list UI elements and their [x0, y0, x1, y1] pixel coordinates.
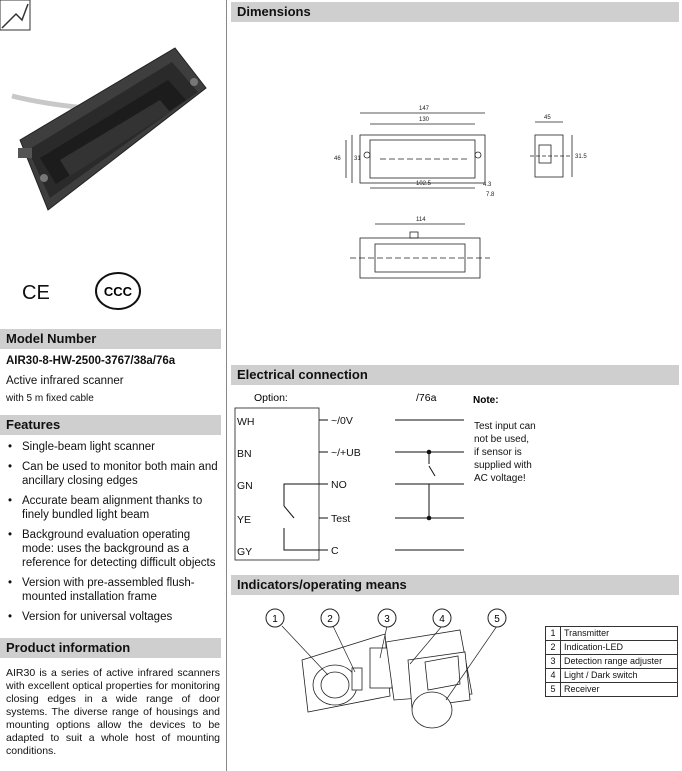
legend-number: 4 [545, 668, 561, 683]
wire-wh: WH [237, 416, 255, 428]
dim-31: 31 [354, 156, 361, 162]
note-line: Test input can [474, 421, 536, 432]
dim-4-3: 4.3 [483, 182, 492, 188]
callout-1: 1 [272, 614, 278, 625]
note-line: not be used, [474, 434, 529, 445]
callout-4: 4 [439, 614, 445, 625]
model-number-heading: Model Number [0, 329, 221, 349]
legend-label: Receiver [560, 682, 678, 697]
legend-number: 2 [545, 640, 561, 655]
product-information-text: AIR30 is a series of active infrared sca… [6, 667, 220, 757]
note-heading: Note: [473, 395, 499, 406]
wire-gn: GN [237, 480, 253, 492]
model-number: AIR30-8-HW-2500-3767/38a/76a [6, 355, 176, 367]
dimensions-drawing: 147 130 46 31 102.5 4.3 7.8 45 31.5 114 [334, 106, 587, 279]
legend-number: 5 [545, 682, 561, 697]
cable-spec: with 5 m fixed cable [6, 393, 94, 404]
brand-corner-logo [0, 0, 31, 31]
product-subtitle: Active infrared scanner [6, 375, 124, 387]
product-photo [0, 0, 207, 211]
dimensions-heading: Dimensions [231, 2, 679, 22]
option-label: Option: [254, 392, 288, 404]
callout-2: 2 [327, 614, 333, 625]
feature-item: Background evaluation operating mode: us… [6, 528, 220, 570]
dim-45: 45 [544, 115, 551, 121]
ccc-mark-text: CCC [104, 284, 133, 299]
legend-number: 3 [545, 654, 561, 669]
terminal-ub: ~/+UB [331, 447, 361, 459]
legend-label: Light / Dark switch [560, 668, 678, 683]
legend-label: Detection range adjuster [560, 654, 678, 669]
feature-item: Version with pre-assembled flush-mounted… [6, 576, 220, 604]
features-list: Single-beam light scanner Can be used to… [6, 440, 220, 630]
terminal-0v: ~/0V [331, 415, 353, 427]
legend-label: Transmitter [560, 626, 678, 641]
variant-label: /76a [416, 392, 437, 404]
terminal-test: Test [331, 513, 350, 525]
dim-114: 114 [416, 217, 426, 223]
callout-5: 5 [494, 614, 500, 625]
wire-gy: GY [237, 546, 252, 558]
dim-7-8: 7.8 [486, 192, 495, 198]
legend-number: 1 [545, 626, 561, 641]
dim-46: 46 [334, 156, 341, 162]
indicators-heading: Indicators/operating means [231, 575, 679, 595]
ccc-mark: CCC [95, 272, 141, 310]
terminal-no: NO [331, 479, 347, 491]
dim-147: 147 [419, 106, 430, 112]
feature-item: Single-beam light scanner [6, 440, 220, 454]
note-line: supplied with [474, 460, 532, 471]
dim-130: 130 [419, 117, 430, 123]
legend-label: Indication-LED [560, 640, 678, 655]
callout-3: 3 [384, 614, 390, 625]
dim-102-5: 102.5 [416, 181, 432, 187]
product-information-heading: Product information [0, 638, 221, 658]
wire-ye: YE [237, 514, 251, 526]
wiring-diagram: Option: /76a Note: WH BN GN YE GY ~/0V ~… [234, 392, 536, 561]
feature-item: Version for universal voltages [6, 610, 220, 624]
dim-31-5: 31.5 [575, 154, 587, 160]
note-line: AC voltage! [474, 473, 526, 484]
note-line: if sensor is [474, 447, 522, 458]
electrical-connection-heading: Electrical connection [231, 365, 679, 385]
terminal-c: C [331, 545, 339, 557]
wire-bn: BN [237, 448, 252, 460]
indicators-drawing: 1 2 3 4 5 [265, 608, 507, 729]
features-heading: Features [0, 415, 221, 435]
feature-item: Accurate beam alignment thanks to finely… [6, 494, 220, 522]
column-divider [226, 0, 227, 771]
ce-mark: CE [22, 282, 50, 304]
feature-item: Can be used to monitor both main and anc… [6, 460, 220, 488]
